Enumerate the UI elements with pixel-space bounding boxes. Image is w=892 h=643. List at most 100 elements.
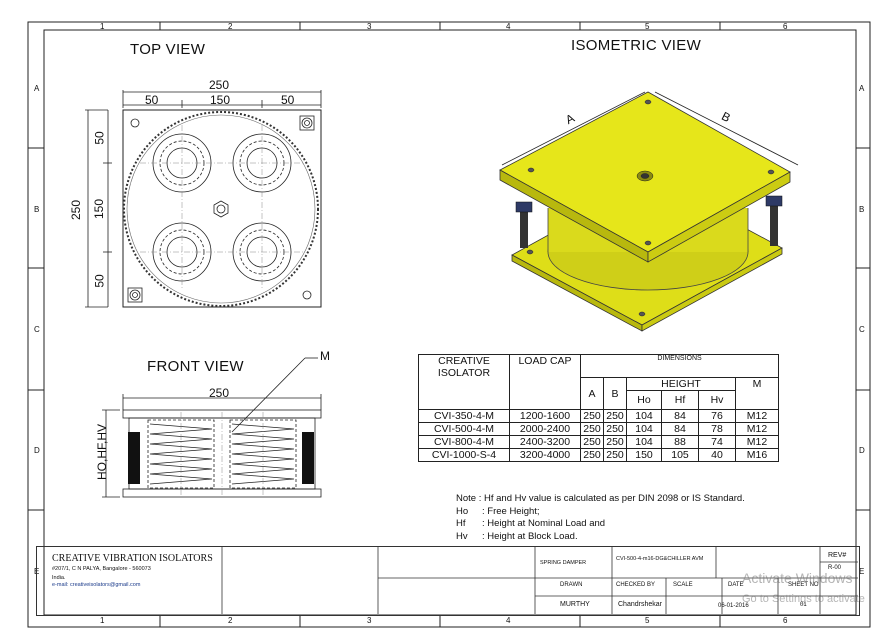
cell-ho: 150 xyxy=(626,448,662,462)
cell-model: CVI-350-4-M xyxy=(418,409,510,423)
table-header-a: A xyxy=(580,377,604,410)
top-view-drawing xyxy=(85,90,322,308)
zone-row-e-right: E xyxy=(859,567,865,576)
cell-a: 250 xyxy=(580,448,604,462)
zone-col-5: 5 xyxy=(645,22,650,31)
cell-m: M12 xyxy=(735,409,779,423)
table-header-ho: Ho xyxy=(626,390,662,410)
scale-label: SCALE xyxy=(673,582,693,588)
zone-row-d: D xyxy=(34,446,40,455)
top-dim-v-top: 50 xyxy=(92,131,107,145)
note-line-1: Note : Hf and Hv value is calculated as … xyxy=(456,493,745,504)
note-line-3: Hf : Height at Nominal Load and xyxy=(456,518,745,531)
note-key-hv: Hv xyxy=(456,530,468,542)
front-dim-height: HO,HF,HV xyxy=(95,423,110,481)
drawing-number: CVI-500-4-m16-DG&CHILLER AVM xyxy=(616,556,704,562)
cell-hf: 105 xyxy=(661,448,699,462)
zone-col-4: 4 xyxy=(506,22,511,31)
zone-row-a: A xyxy=(34,84,40,93)
zone-row-b: B xyxy=(34,205,40,214)
cell-a: 250 xyxy=(580,409,604,423)
table-row: CVI-800-4-M 2400-3200 250 250 104 88 74 … xyxy=(418,435,779,449)
zone-col-3: 3 xyxy=(367,22,372,31)
note-key-ho: Ho xyxy=(456,505,469,517)
zone-row-c: C xyxy=(34,325,40,334)
cell-hv: 78 xyxy=(698,422,736,436)
note-val-hf: : Height at Nominal Load and xyxy=(482,518,606,529)
cell-model: CVI-500-4-M xyxy=(418,422,510,436)
header-company-line1: CREATIVE xyxy=(438,355,490,367)
top-dim-total: 250 xyxy=(209,78,230,92)
sheet-label: SHEET NO xyxy=(788,582,819,588)
table-row: CVI-1000-S-4 3200-4000 250 250 150 105 4… xyxy=(418,448,779,462)
cell-hf: 88 xyxy=(661,435,699,449)
notes-block: Note : Hf and Hv value is calculated as … xyxy=(456,493,745,543)
cell-hv: 40 xyxy=(698,448,736,462)
top-view-title: TOP VIEW xyxy=(130,41,206,58)
top-dim-left: 50 xyxy=(145,93,159,107)
drawn-label: DRAWN xyxy=(560,582,583,588)
top-dim-v-mid: 150 xyxy=(92,198,107,220)
top-dim-v-total: 250 xyxy=(69,199,84,221)
zone-row-a-right: A xyxy=(859,84,865,93)
zone-col-2-bottom: 2 xyxy=(228,616,233,625)
front-dim-total: 250 xyxy=(209,386,230,400)
note-val-ho: : Free Height; xyxy=(482,505,540,517)
sheet-value: 01 xyxy=(800,602,807,608)
zone-col-3-bottom: 3 xyxy=(367,616,372,625)
zone-col-2: 2 xyxy=(228,22,233,31)
cell-b: 250 xyxy=(603,435,627,449)
drawn-value: MURTHY xyxy=(560,601,590,608)
cell-load: 2400-3200 xyxy=(509,435,581,449)
dimensions-table: CREATIVE ISOLATOR LOAD CAP DIMENSIONS A … xyxy=(418,354,779,462)
isometric-view-drawing xyxy=(499,91,799,332)
table-header-b: B xyxy=(603,377,627,410)
cell-load: 3200-4000 xyxy=(509,448,581,462)
front-view-drawing xyxy=(102,357,322,498)
cell-b: 250 xyxy=(603,422,627,436)
note-line-4: Hv : Height at Block Load. xyxy=(456,531,745,544)
cell-hf: 84 xyxy=(661,409,699,423)
date-label: DATE xyxy=(728,582,744,588)
top-dim-v-bottom: 50 xyxy=(92,274,107,288)
top-dim-mid: 150 xyxy=(210,93,231,107)
rev-label: REV# xyxy=(828,552,847,559)
table-header-company: CREATIVE ISOLATOR xyxy=(418,354,510,410)
note-key-hf: Hf xyxy=(456,518,466,529)
cell-hv: 76 xyxy=(698,409,736,423)
rev-value: R-00 xyxy=(828,565,842,571)
company-email: e-mail: creativeisolators@gmail.com xyxy=(52,582,141,588)
cell-ho: 104 xyxy=(626,435,662,449)
cell-load: 1200-1600 xyxy=(509,409,581,423)
outer-border xyxy=(27,21,871,628)
note-val-hv: : Height at Block Load. xyxy=(482,530,578,542)
top-dim-right: 50 xyxy=(281,93,295,107)
cell-b: 250 xyxy=(603,448,627,462)
zone-col-1-bottom: 1 xyxy=(100,616,105,625)
cell-hf: 84 xyxy=(661,422,699,436)
checked-value: Chandrshekar xyxy=(618,601,662,608)
table-header-dimensions: DIMENSIONS xyxy=(580,354,779,378)
zone-col-5-bottom: 5 xyxy=(645,616,650,625)
table-header-m: M xyxy=(735,377,779,410)
cell-b: 250 xyxy=(603,409,627,423)
zone-col-1: 1 xyxy=(100,22,105,31)
cell-m: M12 xyxy=(735,422,779,436)
isometric-view-title: ISOMETRIC VIEW xyxy=(571,37,702,54)
date-value: 06-01-2016 xyxy=(718,603,749,609)
table-header-load: LOAD CAP xyxy=(509,354,581,410)
header-company-line2: ISOLATOR xyxy=(437,367,491,379)
title-block-grid xyxy=(221,546,858,614)
zone-ticks xyxy=(28,22,870,627)
company-name: CREATIVE VIBRATION ISOLATORS xyxy=(52,553,213,564)
cell-ho: 104 xyxy=(626,409,662,423)
activate-windows-subtitle: Go to Settings to activate xyxy=(742,593,865,605)
table-header-hf: Hf xyxy=(661,390,699,410)
title-block xyxy=(36,546,860,616)
front-callout-m: M xyxy=(320,349,330,363)
zone-row-c-right: C xyxy=(859,325,865,334)
table-row: CVI-350-4-M 1200-1600 250 250 104 84 76 … xyxy=(418,409,779,423)
table-header-height: HEIGHT xyxy=(626,377,736,391)
